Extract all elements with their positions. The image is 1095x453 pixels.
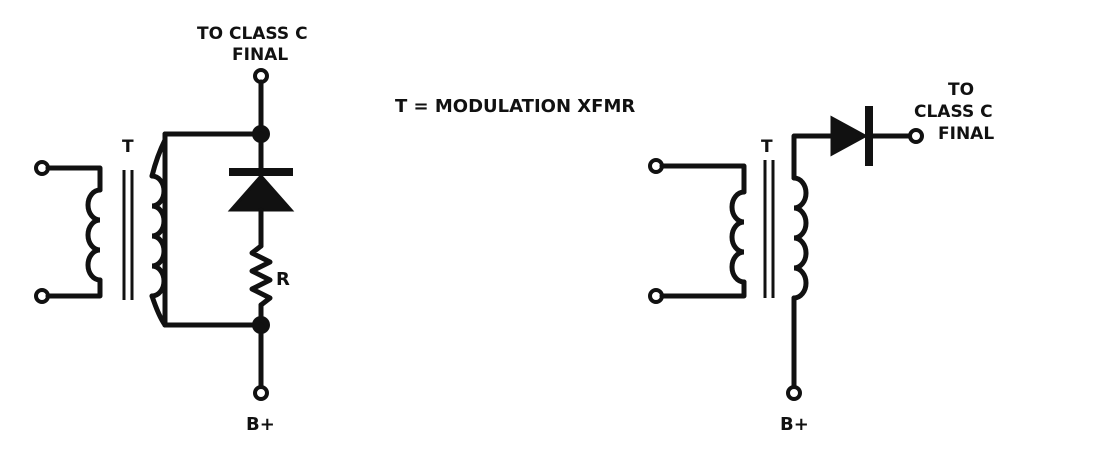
top-label-line1: TO CLASS C [197, 24, 308, 44]
bplus-label: B+ [780, 414, 809, 435]
output-terminal [908, 128, 924, 144]
primary-coil [729, 189, 747, 285]
secondary-coil [149, 173, 167, 299]
top-label-line2: FINAL [232, 45, 288, 65]
resistor-zigzag [249, 243, 273, 308]
transformer-label: T [122, 137, 134, 157]
bplus-terminal [786, 385, 802, 401]
circuit-a: T TO CLASS C FINAL R B+ [34, 24, 308, 435]
primary-lead-top [659, 163, 747, 195]
secondary-coil [791, 175, 809, 301]
secondary-lead-top [791, 133, 835, 181]
primary-lead-bottom [659, 279, 747, 299]
legend-text: T = MODULATION XFMR [395, 96, 635, 117]
diode-triangle [830, 115, 869, 157]
out-label-line1: TO [948, 80, 974, 100]
out-label-line3: FINAL [938, 124, 994, 144]
diode-triangle [227, 173, 295, 212]
primary-coil [85, 187, 103, 283]
primary-lead-top [45, 165, 103, 193]
primary-lead-bottom [45, 277, 103, 299]
circuit-b: T TO CLASS C FINAL B+ [648, 80, 994, 435]
resistor-label: R [276, 269, 290, 290]
bplus-terminal [253, 385, 269, 401]
transformer-label: T [761, 137, 773, 157]
bplus-label: B+ [246, 414, 275, 435]
out-label-line2: CLASS C [914, 102, 993, 122]
